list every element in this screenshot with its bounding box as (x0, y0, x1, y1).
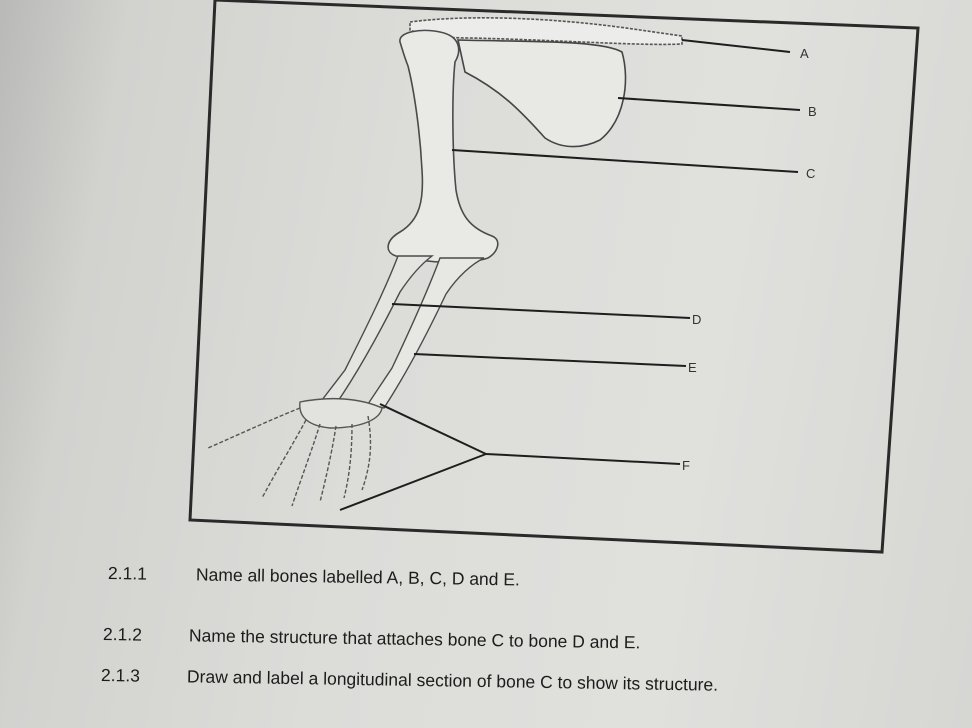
leader-line-e (413, 353, 687, 367)
question-2-1-1: 2.1.1 Name all bones labelled A, B, C, D … (108, 563, 520, 590)
question-text: Name the structure that attaches bone C … (188, 625, 641, 653)
leader-line-f (485, 453, 681, 465)
label-c: C (806, 166, 815, 181)
bone-f-hand (207, 397, 383, 507)
bone-d-shape (320, 255, 435, 405)
leader-line-f-lower (339, 453, 487, 511)
label-b: B (808, 104, 817, 119)
figure-border (188, 0, 920, 554)
label-f: F (682, 458, 690, 473)
bone-c-shape (387, 29, 499, 264)
leader-line-a (681, 39, 791, 53)
question-number: 2.1.1 (107, 563, 148, 584)
leader-line-d (391, 303, 691, 319)
question-number: 2.1.3 (100, 665, 141, 686)
leader-line-f-upper (379, 403, 487, 455)
leader-line-c (451, 149, 799, 173)
question-2-1-3: 2.1.3 Draw and label a longitudinal secti… (101, 665, 718, 696)
bone-b-shape (456, 39, 627, 148)
bone-e-shape (366, 257, 485, 409)
label-e: E (688, 360, 697, 375)
question-number: 2.1.2 (102, 624, 143, 645)
question-text: Name all bones labelled A, B, C, D and E… (195, 564, 521, 590)
skeletal-forelimb-figure: A B C D E F (188, 0, 920, 554)
question-2-1-2: 2.1.2 Name the structure that attaches bo… (103, 624, 641, 653)
leader-line-b (617, 97, 801, 111)
question-text: Draw and label a longitudinal section of… (186, 666, 719, 695)
label-d: D (692, 312, 701, 327)
label-a: A (800, 46, 809, 61)
